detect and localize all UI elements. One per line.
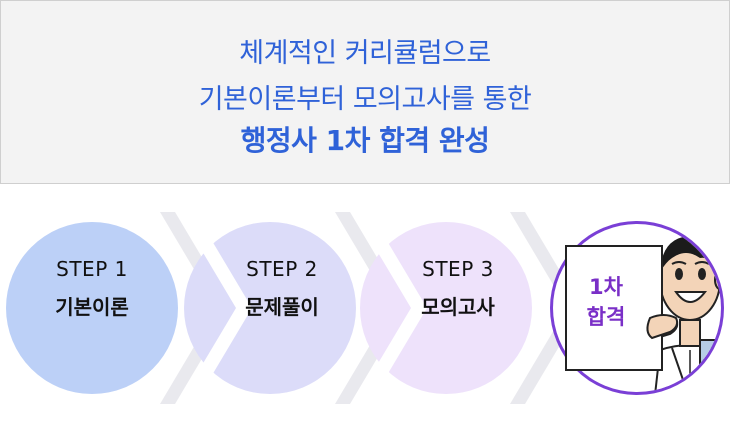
step-3-name: 모의고사	[421, 295, 495, 319]
step-1: STEP 1 기본이론	[12, 257, 172, 320]
step-2-name: 문제풀이	[245, 295, 319, 319]
result-placard	[565, 245, 663, 371]
banner-line-1: 체계적인 커리큘럼으로	[239, 38, 491, 69]
step-3: STEP 3 모의고사	[378, 257, 538, 320]
banner-line-2: 기본이론부터 모의고사를 통한	[198, 84, 532, 115]
step-3-label: STEP 3	[422, 257, 494, 281]
chevron-arrow-1	[180, 214, 252, 402]
intro-banner: 체계적인 커리큘럼으로 기본이론부터 모의고사를 통한 행정사 1차 합격 완성	[0, 0, 730, 184]
step-2-label: STEP 2	[246, 257, 318, 281]
step-1-circle	[6, 222, 178, 394]
step-2: STEP 2 문제풀이	[202, 257, 362, 320]
steps-diagram	[6, 212, 724, 404]
result-line-1: 1차	[589, 275, 623, 299]
banner-line-3: 행정사 1차 합격 완성	[240, 124, 490, 157]
chevron-arrow-2	[355, 214, 427, 402]
step-1-name: 기본이론	[55, 295, 129, 319]
step-1-label: STEP 1	[56, 257, 128, 281]
result-line-2: 합격	[586, 305, 626, 329]
result-text: 1차 합격	[566, 272, 646, 332]
step-2-circle	[184, 222, 356, 394]
step-3-circle	[360, 222, 532, 394]
